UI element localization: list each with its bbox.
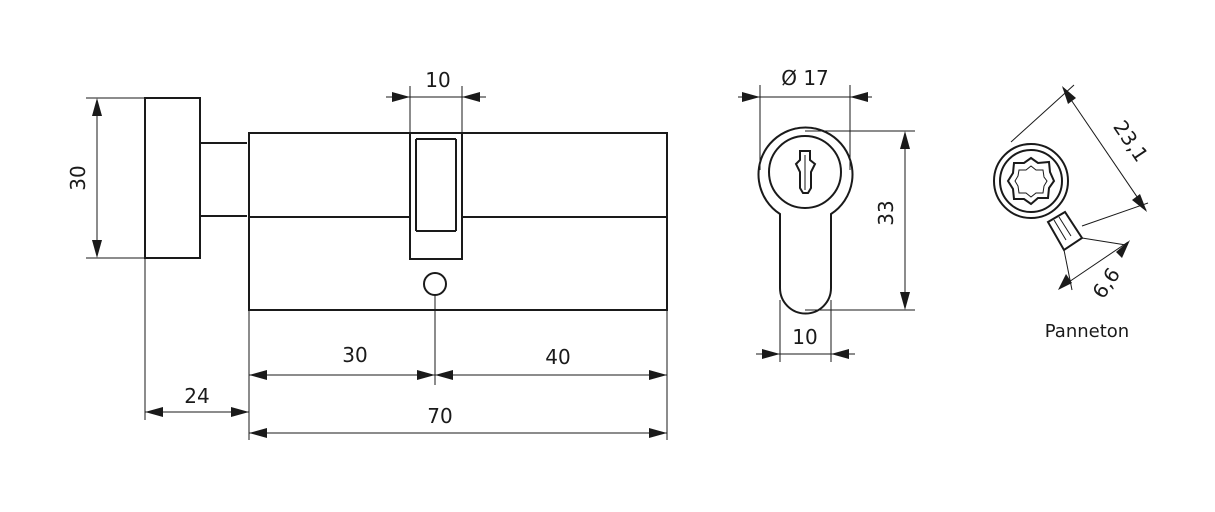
cam-disk-outer [993,143,1069,219]
dim-cam-to-left-label: 30 [342,343,367,367]
cam-slot [409,132,463,260]
plug-circle [768,135,842,209]
dim-cam-tab-label: 6,6 [1087,263,1125,303]
dim-thumbturn-height-label: 30 [66,165,90,190]
dim-cam-length: 23,1 [1062,86,1153,212]
dim-diameter-label: Ø 17 [781,66,829,90]
cam-tab-edge [1053,219,1067,241]
keyway [794,150,817,194]
fixing-screw-hole [423,272,447,296]
dim-profile-width-label: 10 [792,325,817,349]
cam-view: 23,1 6,6 Panneton [993,84,1153,342]
ext-line [1081,237,1127,246]
cam-spindle-hole [1006,156,1056,206]
thumbturn-knob [144,97,201,259]
cam-spindle-inner [1014,165,1048,198]
front-view: Ø 17 33 10 [738,66,915,362]
dim-cam-length-label: 23,1 [1108,116,1153,166]
cam-disk-inner [999,149,1063,213]
dim-diameter: Ø 17 [738,66,872,102]
cam-caption: Panneton [1045,321,1129,342]
dim-body-length-label: 70 [427,404,452,428]
dim-profile-height: 33 [874,131,910,310]
dim-cam-to-ends: 30 40 [249,343,667,380]
ext-line [1081,202,1149,227]
ext-line [1010,84,1075,143]
side-view: 30 10 30 40 24 [66,68,668,440]
dim-profile-height-label: 33 [874,200,898,225]
cam-tab-edge [1058,216,1072,237]
dim-cam-width-label: 10 [425,68,450,92]
dim-thumbturn-length: 24 [145,384,249,417]
dim-thumbturn-length-label: 24 [184,384,209,408]
cam-tab [1046,210,1084,252]
dim-profile-width: 10 [756,325,855,359]
dim-thumbturn-height: 30 [66,98,102,258]
dim-cam-to-right-label: 40 [545,345,570,369]
dim-cam-width: 10 [386,68,486,102]
dim-body-length: 70 [249,404,667,438]
